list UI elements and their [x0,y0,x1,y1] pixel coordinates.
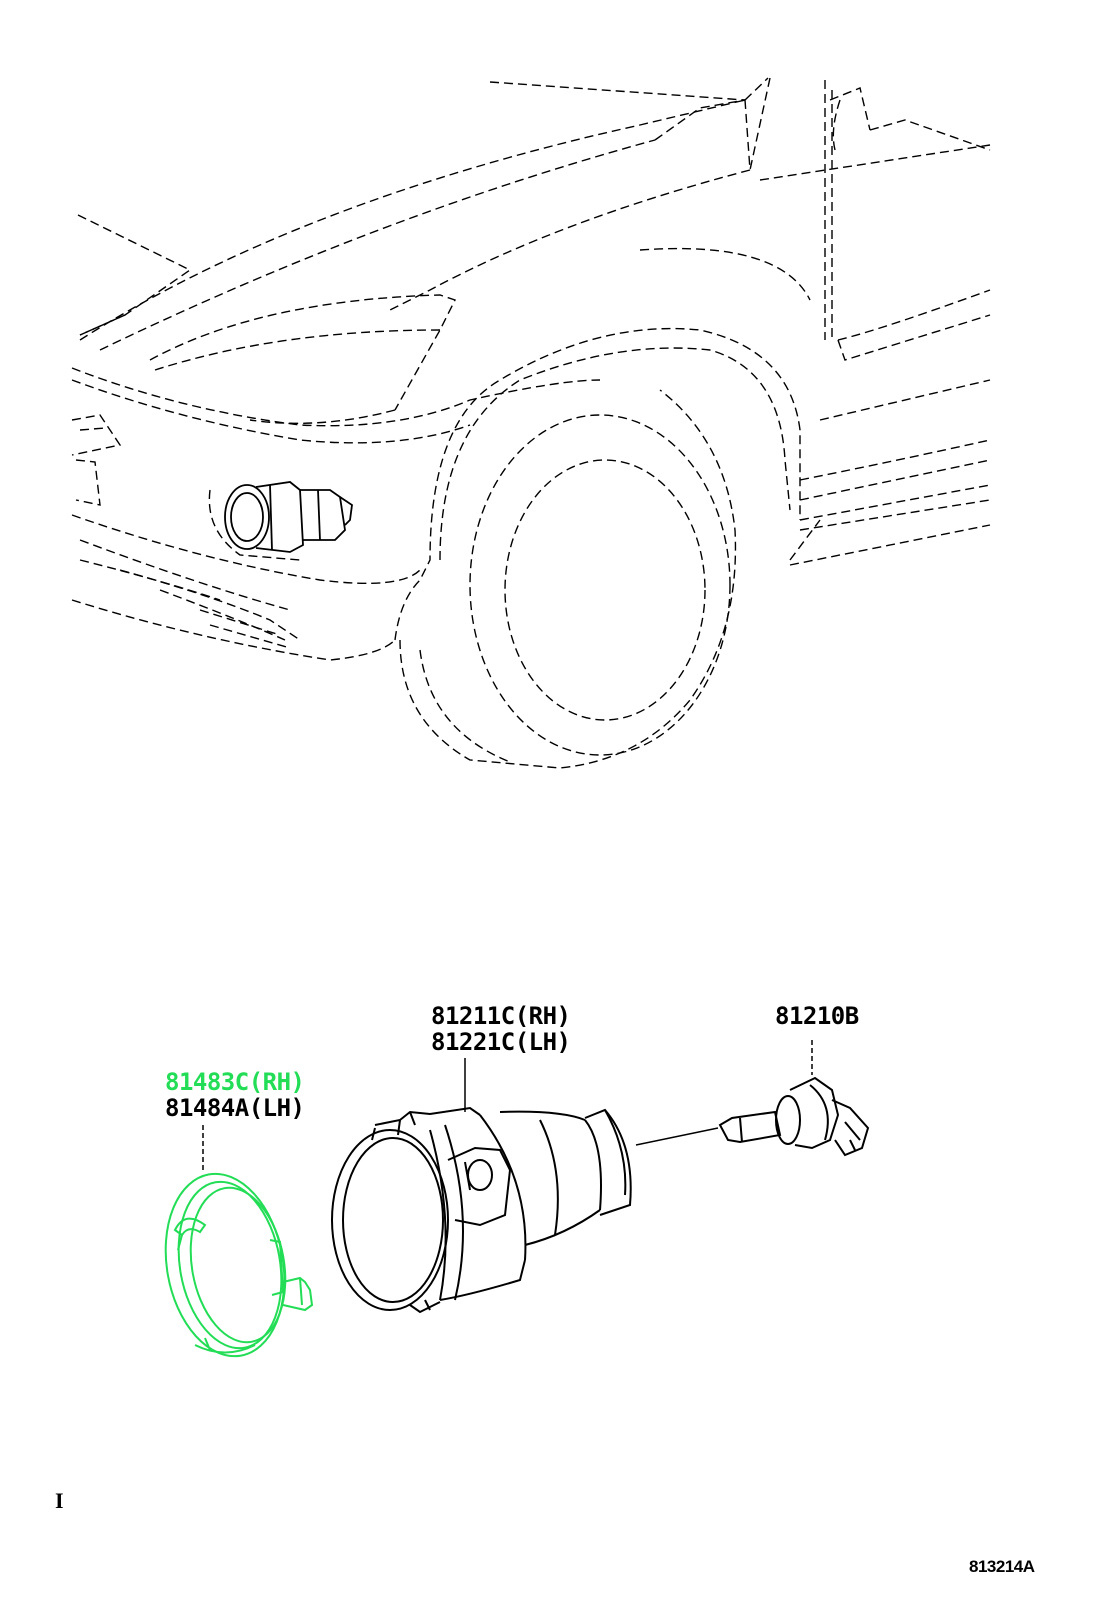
bulb-part [718,1076,870,1157]
part-label-unit-rh[interactable]: 81211C(RH) [431,1002,571,1030]
part-label-bulb[interactable]: 81210B [775,1002,859,1030]
fog-lamp-on-car [224,481,353,553]
fog-lamp-unit-part [331,1106,632,1314]
part-label-unit-lh[interactable]: 81221C(LH) [431,1028,571,1056]
fog-lamp-cover-part [164,1172,314,1358]
leader-lines [202,1040,813,1170]
part-label-lens-rh[interactable]: 81483C(RH) [165,1068,305,1096]
part-label-lens-lh[interactable]: 81484A(LH) [165,1094,305,1122]
figure-id: 813214A [969,1557,1035,1576]
section-mark: I [55,1488,64,1513]
car-outline [71,77,991,769]
